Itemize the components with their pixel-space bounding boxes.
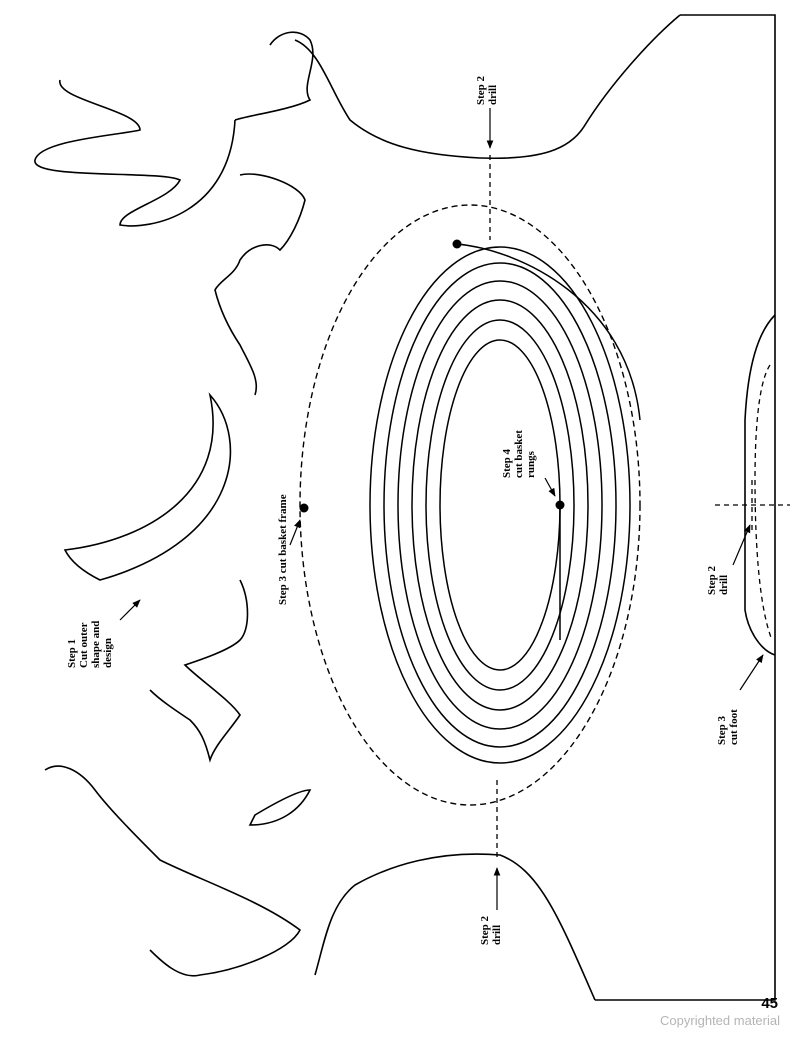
- step1-line4: design: [102, 638, 114, 668]
- copyright-watermark: Copyrighted material: [660, 1013, 780, 1028]
- page-number: 45: [761, 995, 778, 1012]
- step4-line1: Step 4: [501, 448, 513, 478]
- svg-text:Step 4 cut basket rung: Step 4 cut basket rungs: [501, 427, 537, 478]
- drill-hole-icon: [299, 503, 309, 513]
- step3-frame-label: Step 3 cut basket frame: [277, 494, 289, 605]
- design-cutouts: [34, 31, 314, 977]
- step2-right-line2: drill: [718, 575, 730, 595]
- step3-foot-line2: cut foot: [728, 709, 740, 745]
- callout-arrows: [119, 108, 764, 910]
- basket-outer-outline: [294, 14, 681, 160]
- step3-foot-line1: Step 3: [716, 715, 728, 745]
- step1-line2: Cut outer: [78, 622, 90, 668]
- drill-hole-icon: [452, 239, 462, 249]
- svg-text:Step 2 drill: Step 2 drill: [706, 563, 730, 595]
- step2-top-line2: drill: [487, 85, 499, 105]
- svg-text:Step 3 cut foot: Step 3 cut foot: [716, 709, 740, 745]
- svg-text:Step 1 Cut outer shape: Step 1 Cut outer shape and design: [66, 618, 114, 668]
- step1-line3: shape and: [90, 621, 102, 668]
- step4-line2: cut basket: [513, 430, 525, 478]
- basket-lower-outline: [314, 853, 596, 1001]
- foot-notch: [744, 314, 776, 656]
- step2-bottom-line2: drill: [491, 925, 503, 945]
- svg-text:Step 3 cut basket frame: Step 3 cut basket frame: [277, 494, 289, 605]
- drill-hole-icon: [555, 500, 565, 510]
- basket-right-edge: [595, 14, 776, 1001]
- step2-top-line1: Step 2: [475, 75, 487, 105]
- foot-dashed-line: [754, 364, 773, 641]
- step2-bottom-line1: Step 2: [479, 915, 491, 945]
- step1-line1: Step 1: [66, 639, 78, 668]
- step2-right-line1: Step 2: [706, 565, 718, 595]
- svg-text:Step 2 drill: Step 2 drill: [475, 73, 499, 105]
- basket-frame-ellipse: [299, 204, 641, 806]
- step4-line3: rungs: [525, 450, 537, 478]
- basket-rungs-spiral: [369, 243, 641, 764]
- svg-text:Step 2 drill: Step 2 drill: [479, 913, 503, 945]
